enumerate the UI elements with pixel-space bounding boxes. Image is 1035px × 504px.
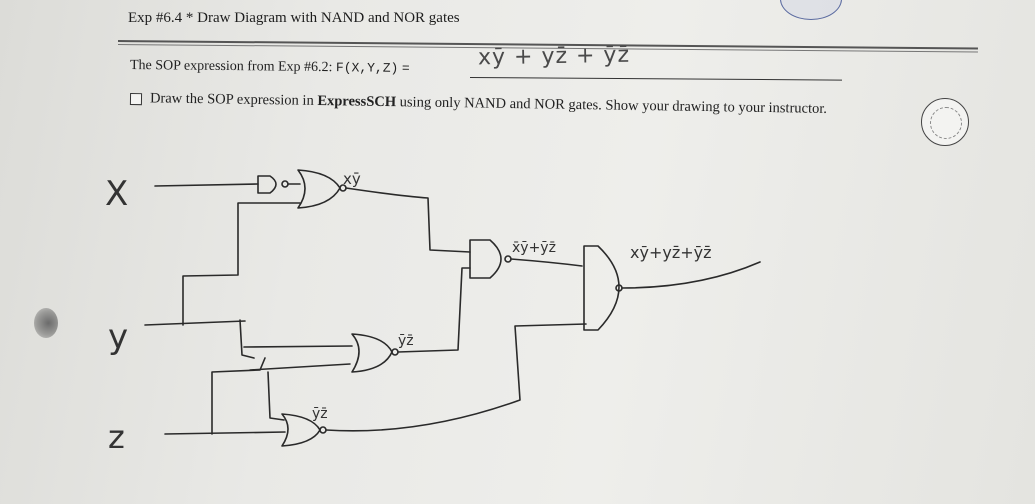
input-x-label: X [105, 174, 128, 214]
wire-y [144, 320, 246, 326]
input-y-label: y [108, 317, 128, 357]
gate-g3-bubble [319, 426, 327, 434]
wire-y-branch [239, 319, 255, 359]
gate-g4 [469, 239, 502, 279]
g3-output-label: ȳz̄ [312, 406, 328, 422]
wire-z-branch [211, 357, 266, 435]
wire-g3-to-out [325, 323, 587, 432]
wire-x [154, 183, 259, 187]
wire-y-to-g1 [182, 202, 301, 326]
nand-inverter-x [257, 175, 277, 194]
gate-out [583, 245, 620, 331]
gate-g4-bubble [504, 255, 512, 263]
wire-output [621, 261, 761, 289]
binder-hole [34, 308, 58, 338]
final-output-label: xȳ+yz̄+ȳz̄ [630, 243, 711, 262]
wire-z [164, 431, 286, 435]
wire-z-to-g2 [249, 363, 351, 371]
wire-g2-to-g4 [397, 267, 471, 353]
gate-g1 [297, 169, 341, 209]
g1-output-label: xȳ [343, 170, 361, 188]
wire-y-to-g3 [267, 371, 285, 421]
page-title: Exp #6.4 * Draw Diagram with NAND and NO… [128, 10, 460, 26]
input-z-label: z [108, 418, 125, 456]
instructor-stamp [921, 98, 969, 146]
g2-output-label: ȳz̄ [398, 333, 414, 349]
wire-y-to-g2 [243, 345, 353, 348]
gate-g2 [351, 333, 393, 373]
gate-g2-bubble [391, 348, 399, 356]
wire-g4-to-out [510, 258, 583, 267]
g4-output-label: x̄ȳ+ȳz̄ [512, 240, 556, 256]
wire-g1-to-g4 [345, 187, 471, 253]
inverter-bubble [281, 180, 289, 188]
gate-g3 [281, 413, 321, 447]
